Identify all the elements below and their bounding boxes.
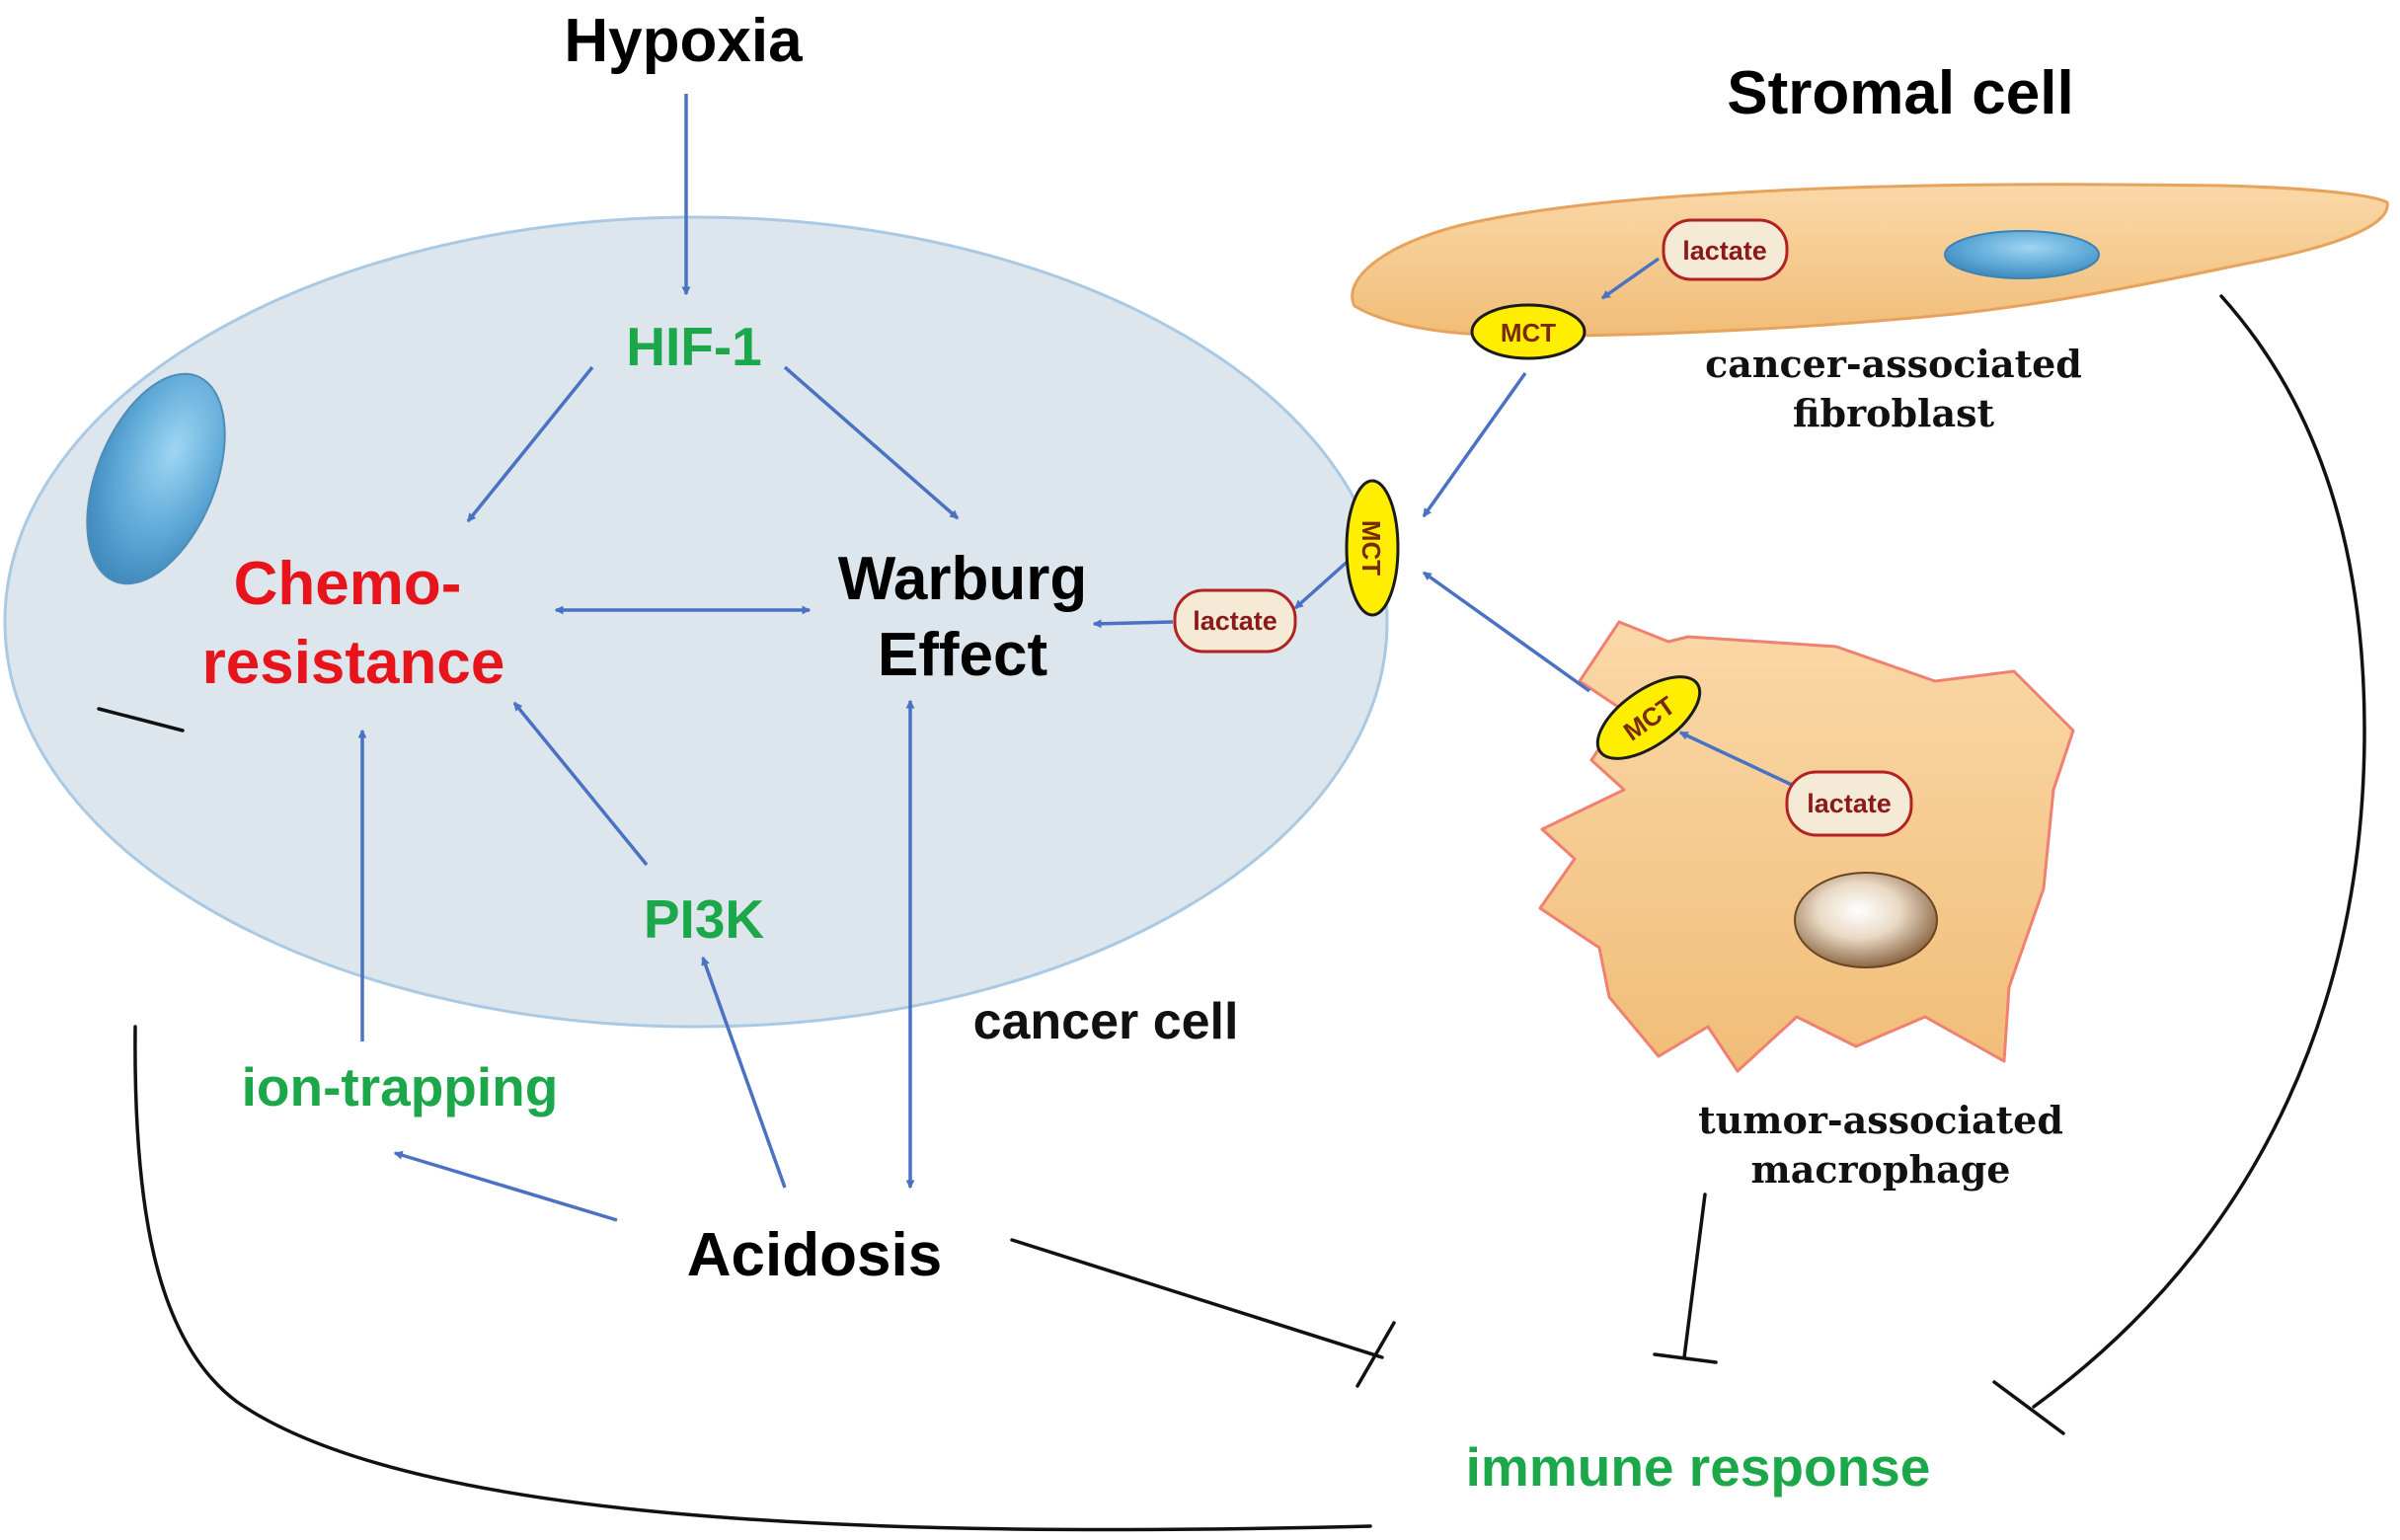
fibroblast-nucleus bbox=[1944, 230, 2100, 279]
mct-macrophage: MCT bbox=[1595, 675, 1702, 760]
cancer-cell-body bbox=[3, 215, 1389, 1029]
inhibit-bar-acidosis bbox=[1355, 1321, 1396, 1388]
inhibit-acidosis-immune bbox=[1010, 1238, 1384, 1359]
label-hif1: HIF-1 bbox=[626, 316, 762, 377]
inhibit-bar-fibroblast bbox=[1992, 1380, 2065, 1435]
label-chemo-line2: resistance bbox=[202, 629, 505, 697]
arrow-hif1-chemo bbox=[466, 365, 594, 523]
mct-cancer-cell: MCT bbox=[1345, 479, 1400, 617]
inhibit-bar-cancer bbox=[97, 707, 185, 732]
mct-cancer-label: MCT bbox=[1356, 520, 1386, 576]
macrophage-body bbox=[1538, 620, 2075, 1073]
arrow-hif1-warburg bbox=[783, 365, 960, 520]
inhibit-fibroblast-immune bbox=[2032, 294, 2366, 1409]
arrow-lactate-fibro-mct bbox=[1600, 257, 1661, 300]
arrow-acidosis-iontrap bbox=[393, 1150, 618, 1222]
inhibit-immune-to-cancer bbox=[133, 1025, 1372, 1532]
mct-fibroblast: MCT bbox=[1470, 303, 1587, 360]
fibroblast-body bbox=[1351, 183, 2389, 338]
label-caf-line1: cancer-associated bbox=[1705, 342, 2082, 386]
arrow-pi3k-chemo bbox=[512, 701, 649, 867]
svg-text:lactate: lactate bbox=[1193, 606, 1277, 636]
label-tam-line2: macrophage bbox=[1751, 1147, 2011, 1192]
arrow-acidosis-pi3k bbox=[701, 956, 787, 1189]
label-chemo-line1: Chemo- bbox=[234, 550, 462, 618]
lactate-fibroblast: lactate bbox=[1662, 218, 1789, 281]
label-hypoxia: Hypoxia bbox=[564, 7, 803, 75]
inhibition-lines bbox=[97, 294, 2366, 1532]
label-warburg-line2: Effect bbox=[878, 621, 1047, 689]
label-stromal-cell: Stromal cell bbox=[1727, 59, 2073, 127]
inhibit-macrophage-immune bbox=[1682, 1193, 1707, 1359]
lactate-cancer-cell: lactate bbox=[1173, 588, 1297, 654]
label-pi3k: PI3K bbox=[644, 888, 765, 950]
arrow-lactate-mac-mct bbox=[1678, 731, 1793, 787]
inhibit-bar-macrophage bbox=[1653, 1352, 1718, 1364]
label-immune-response: immune response bbox=[1466, 1436, 1931, 1498]
label-acidosis: Acidosis bbox=[687, 1221, 942, 1289]
cancer-cell-nucleus bbox=[86, 372, 226, 585]
label-tam-line1: tumor-associated bbox=[1698, 1098, 2063, 1142]
lactate-macrophage: lactate bbox=[1785, 770, 1913, 837]
label-ion-trapping: ion-trapping bbox=[242, 1056, 559, 1117]
label-caf-line2: fibroblast bbox=[1793, 391, 1995, 435]
activation-arrows bbox=[357, 94, 1793, 1222]
arrow-mac-to-cancer-mct bbox=[1422, 571, 1591, 693]
mct-fibroblast-label: MCT bbox=[1501, 318, 1556, 347]
arrow-fibro-mct-to-cancer-mct bbox=[1422, 371, 1527, 518]
svg-text:lactate: lactate bbox=[1807, 789, 1892, 818]
macrophage-nucleus bbox=[1794, 872, 1938, 968]
label-cancer-cell: cancer cell bbox=[973, 993, 1239, 1050]
arrow-mct-lactate bbox=[1293, 557, 1353, 610]
label-warburg-line1: Warburg bbox=[838, 545, 1088, 613]
svg-text:lactate: lactate bbox=[1682, 236, 1767, 266]
arrow-lactate-warburg bbox=[1092, 619, 1174, 629]
